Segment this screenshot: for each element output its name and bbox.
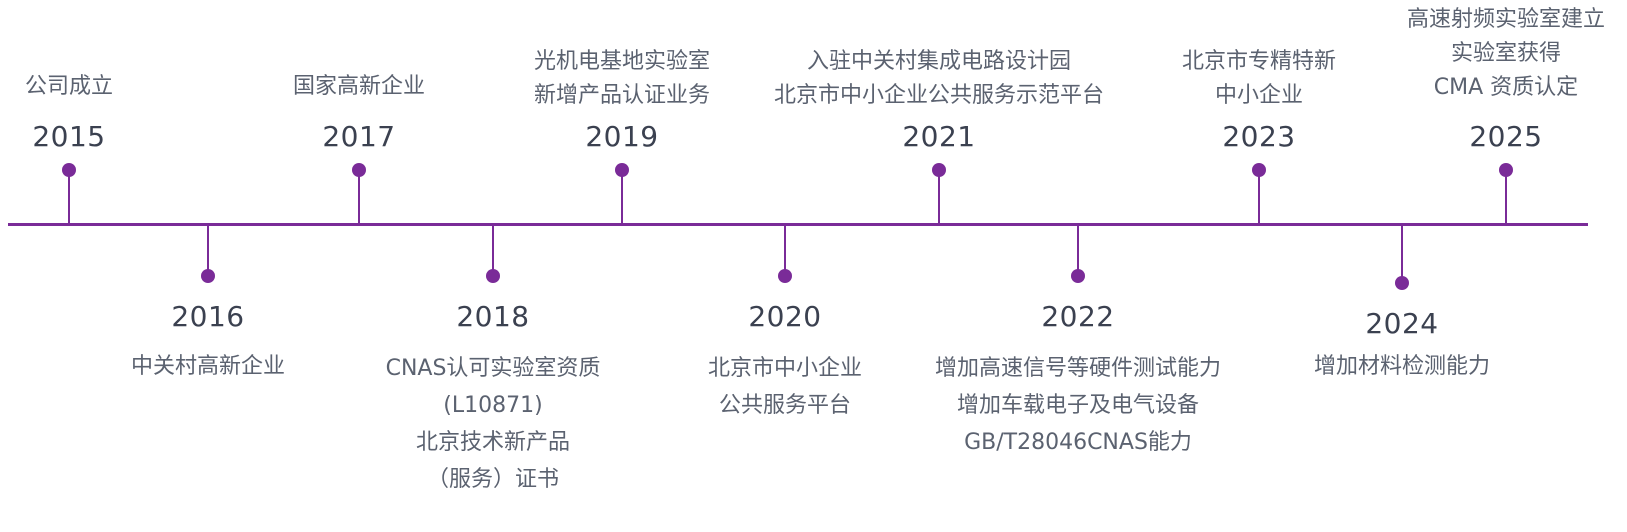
desc-line: 新增产品认证业务 bbox=[533, 83, 710, 108]
event-desc-2019: 光机电基地实验室 新增产品认证业务 bbox=[412, 45, 832, 113]
year-2020: 2020 bbox=[748, 300, 822, 333]
dot-2018 bbox=[486, 269, 500, 283]
desc-line: 北京技术新产品 bbox=[415, 430, 570, 455]
stem-2020 bbox=[784, 225, 786, 275]
stem-2015 bbox=[68, 172, 70, 225]
event-desc-2020: 北京市中小企业 公共服务平台 bbox=[575, 350, 995, 424]
event-desc-2022: 增加高速信号等硬件测试能力 增加车载电子及电气设备 GB/T28046CNAS能… bbox=[868, 350, 1288, 461]
stem-2023 bbox=[1258, 172, 1260, 225]
dot-2024 bbox=[1395, 276, 1409, 290]
desc-line: 北京市中小企业公共服务示范平台 bbox=[773, 83, 1104, 108]
dot-2025 bbox=[1499, 163, 1513, 177]
desc-line: 光机电基地实验室 bbox=[533, 49, 710, 74]
event-desc-2015: 公司成立 bbox=[0, 70, 279, 104]
stem-2019 bbox=[621, 172, 623, 225]
desc-line: 增加车载电子及电气设备 bbox=[956, 393, 1199, 418]
dot-2020 bbox=[778, 269, 792, 283]
stem-2018 bbox=[492, 225, 494, 275]
dot-2015 bbox=[62, 163, 76, 177]
dot-2017 bbox=[352, 163, 366, 177]
year-2017: 2017 bbox=[322, 120, 396, 153]
stem-2016 bbox=[207, 225, 209, 275]
desc-line: 中小企业 bbox=[1214, 83, 1303, 108]
event-desc-2016: 中关村高新企业 bbox=[0, 350, 418, 384]
event-desc-2017: 国家高新企业 bbox=[149, 70, 569, 104]
desc-line: 中关村高新企业 bbox=[130, 354, 285, 379]
desc-line: 公共服务平台 bbox=[718, 393, 851, 418]
year-2021: 2021 bbox=[902, 120, 976, 153]
event-desc-2023: 北京市专精特新 中小企业 bbox=[1049, 45, 1469, 113]
desc-line: 增加高速信号等硬件测试能力 bbox=[934, 356, 1221, 381]
stem-2024 bbox=[1401, 225, 1403, 281]
desc-line: 高速射频实验室建立 bbox=[1406, 7, 1605, 32]
year-2022: 2022 bbox=[1041, 300, 1115, 333]
desc-line: (L10871) bbox=[443, 393, 543, 418]
desc-line: 增加材料检测能力 bbox=[1313, 354, 1490, 379]
stem-2017 bbox=[358, 172, 360, 225]
dot-2023 bbox=[1252, 163, 1266, 177]
year-2024: 2024 bbox=[1365, 307, 1439, 340]
desc-line: 国家高新企业 bbox=[292, 74, 425, 99]
event-desc-2021: 入驻中关村集成电路设计园 北京市中小企业公共服务示范平台 bbox=[729, 45, 1149, 113]
dot-2019 bbox=[615, 163, 629, 177]
year-2019: 2019 bbox=[585, 120, 659, 153]
desc-line: （服务）证书 bbox=[426, 467, 559, 492]
year-2018: 2018 bbox=[456, 300, 530, 333]
desc-line: 实验室获得 bbox=[1450, 41, 1561, 66]
dot-2021 bbox=[932, 163, 946, 177]
year-2025: 2025 bbox=[1469, 120, 1543, 153]
desc-line: CNAS认可实验室资质 bbox=[385, 356, 601, 381]
year-2015: 2015 bbox=[32, 120, 106, 153]
event-desc-2024: 增加材料检测能力 bbox=[1192, 350, 1612, 384]
dot-2016 bbox=[201, 269, 215, 283]
event-desc-2025: 高速射频实验室建立 实验室获得 CMA 资质认定 bbox=[1296, 3, 1627, 105]
event-desc-2018: CNAS认可实验室资质 (L10871) 北京技术新产品 （服务）证书 bbox=[283, 350, 703, 498]
timeline-axis bbox=[8, 223, 1588, 226]
stem-2025 bbox=[1505, 172, 1507, 225]
year-2016: 2016 bbox=[171, 300, 245, 333]
desc-line: 公司成立 bbox=[24, 74, 113, 99]
desc-line: 北京市专精特新 bbox=[1181, 49, 1336, 74]
year-2023: 2023 bbox=[1222, 120, 1296, 153]
stem-2021 bbox=[938, 172, 940, 225]
desc-line: 入驻中关村集成电路设计园 bbox=[806, 49, 1071, 74]
desc-line: GB/T28046CNAS能力 bbox=[964, 430, 1192, 455]
stem-2022 bbox=[1077, 225, 1079, 275]
desc-line: CMA 资质认定 bbox=[1433, 75, 1579, 100]
desc-line: 北京市中小企业 bbox=[707, 356, 862, 381]
dot-2022 bbox=[1071, 269, 1085, 283]
